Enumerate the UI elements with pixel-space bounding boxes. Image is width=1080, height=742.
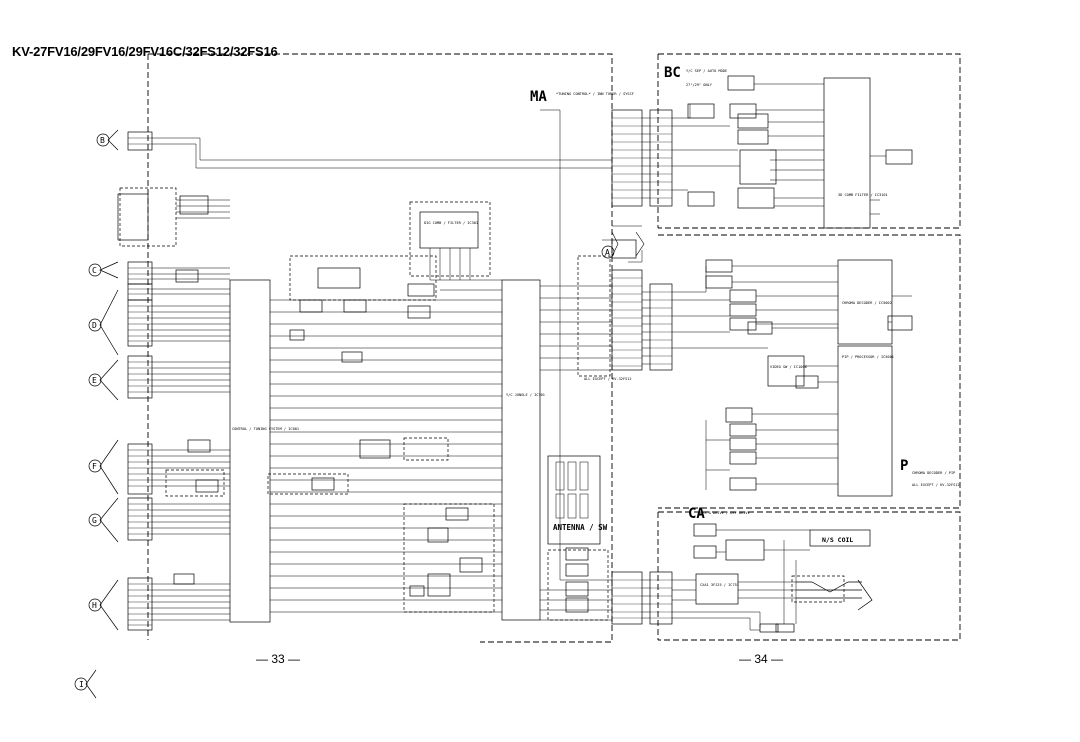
ca-ic — [695, 573, 739, 605]
ma-board-sub: *TUNING CONTROL* / INN TUNER / SYSCF — [556, 92, 634, 96]
page-number-left: — 33 — — [256, 652, 301, 666]
connector-a — [601, 245, 615, 259]
bc-filter-label: 3D COMB FILTER / IC3101 — [838, 193, 888, 197]
comb-filter-label: DIG COMB / FILTER / IC301 — [424, 221, 478, 225]
control-ic-body — [229, 279, 271, 623]
connector-i — [74, 677, 88, 691]
bc-board-outline — [658, 53, 961, 229]
svg-text:A: A — [605, 248, 610, 257]
bc-board-sub: Y/C SEP / AUTO MODE — [686, 69, 727, 73]
bc-board-note: 27"/29" ONLY — [686, 83, 713, 87]
connector-e — [88, 373, 102, 387]
connector-b — [96, 133, 110, 147]
svg-text:D: D — [92, 321, 97, 330]
ca-board-outline — [658, 511, 961, 641]
all-except-label: ALL EXCEPT / KV-32FS12 — [584, 377, 632, 381]
pip-processor-label: PIP / PROCESSOR / IC5001 — [842, 355, 894, 359]
left-terminal-strips — [117, 131, 153, 631]
bc-board-label: BC — [664, 65, 681, 81]
antenna-sw-block — [547, 455, 601, 545]
connector-b-label: B — [100, 136, 105, 145]
control-ic-label: CONTROL / TUNING SYSTEM / IC001 — [232, 427, 299, 431]
ca-board-sub: N/S & DRIVE / DEF DRIVE — [700, 511, 750, 515]
audio-ic — [317, 267, 361, 289]
connector-d — [88, 318, 102, 332]
chroma-decoder-label: CHROMA DECODER / IC5002 — [842, 301, 892, 305]
yc-jungle-ic-body — [501, 279, 541, 621]
connector-h — [88, 598, 102, 612]
ns-coil-box — [809, 529, 871, 547]
p-board-outline — [658, 234, 961, 509]
bc-main-ic — [823, 77, 871, 229]
connector-g — [88, 513, 102, 527]
document-title: KV-27FV16/29FV16/29FV16C/32FS12/32FS16 — [12, 44, 278, 59]
video-sw-label: VIDEO SW / IC1008 — [770, 365, 807, 369]
connector-c — [88, 263, 102, 277]
svg-text:I: I — [79, 680, 84, 689]
ns-coil-label: N/S COIL — [822, 536, 853, 544]
page-number-right: — 34 — — [739, 652, 784, 666]
svg-text:F: F — [92, 462, 97, 471]
svg-text:H: H — [92, 601, 97, 610]
video-sw-ic — [767, 355, 805, 387]
pip-processor-ic — [837, 345, 893, 497]
svg-text:E: E — [92, 376, 97, 385]
antenna-sw-label: ANTENNA / SW — [553, 523, 608, 532]
svg-text:C: C — [92, 266, 97, 275]
comb-filter-ic — [419, 211, 479, 249]
p-board-sub: CHROMA DECODER / PIP — [912, 471, 955, 475]
ca-board-label: CA — [688, 506, 705, 522]
p-board-label: P — [900, 458, 908, 474]
ma-board-label: MA — [530, 89, 547, 105]
ca-ic-label: CXA1 3FJ25 / IC751 — [700, 583, 739, 587]
svg-text:G: G — [92, 516, 97, 525]
yc-jungle-label: Y/C JUNGLE / IC301 — [506, 393, 545, 397]
connector-f — [88, 459, 102, 473]
p-board-note: ALL EXCEPT / KV-32FS12 — [912, 483, 960, 487]
chroma-decoder-ic — [837, 259, 893, 345]
